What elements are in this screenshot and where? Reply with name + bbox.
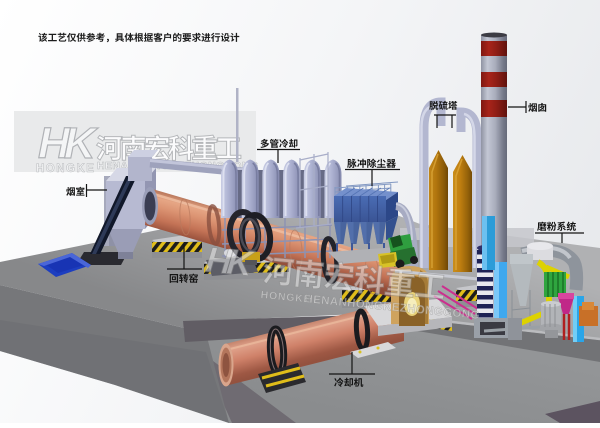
svg-text:HONGKE: HONGKE (36, 163, 95, 175)
svg-text:HONGKE: HONGKE (260, 289, 312, 306)
